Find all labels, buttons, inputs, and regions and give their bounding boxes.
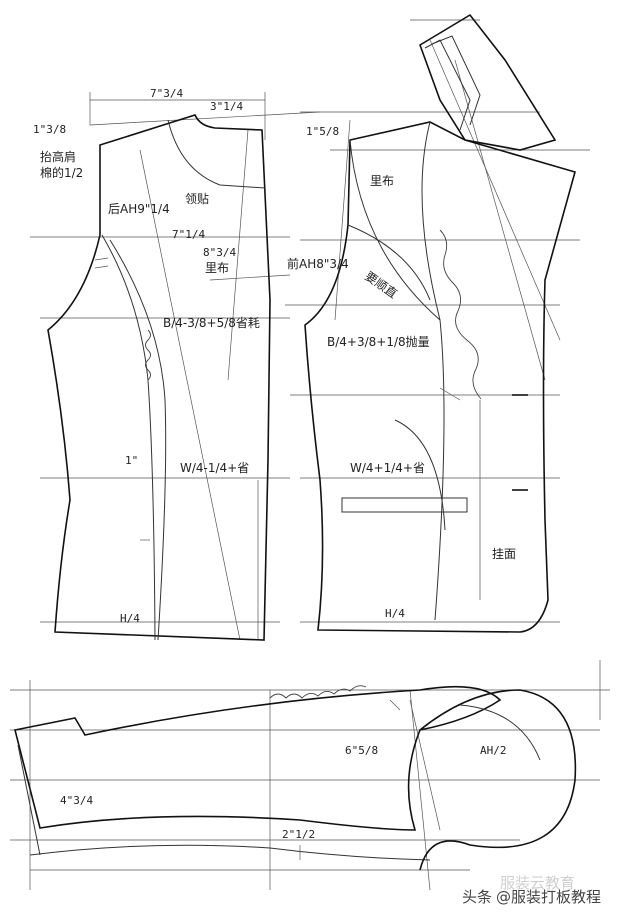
- back-dart-right: [109, 239, 167, 641]
- guide-lapel-diag2: [429, 39, 561, 341]
- label-depth-834: 8"3/4: [203, 246, 236, 259]
- keep-smooth-line: [347, 224, 431, 301]
- back-bodice: [30, 92, 321, 641]
- label-back-armhole: 后AH9"1/4: [108, 202, 170, 216]
- tick: [389, 699, 401, 711]
- cap-inner-curve: [459, 704, 541, 761]
- label-sleeve-width: 4"3/4: [60, 794, 93, 807]
- watermark: 服装云教育 头条 @服装打板教程: [462, 874, 601, 906]
- front-dart-line: [421, 121, 445, 621]
- front-dart-2: [394, 419, 446, 531]
- label-back-dart: B/4-3/8+5/8省耗: [163, 316, 260, 330]
- cuff-line: [17, 744, 41, 856]
- lapel-ease-wave: [439, 229, 482, 400]
- sleeve-ease-wave: [269, 685, 367, 699]
- label-back-width: 7"3/4: [150, 87, 183, 100]
- label-hang-facing: 挂面: [492, 547, 516, 561]
- front-outline: [304, 121, 576, 633]
- guide-neck-line: [89, 111, 321, 126]
- back-outline: [47, 114, 271, 641]
- guide-facing-line: [227, 129, 249, 381]
- label-back-bust-width: 7"1/4: [172, 228, 205, 241]
- label-sleeve-cap-height: 6"5/8: [345, 744, 378, 757]
- label-front-armhole: 前AH8"3/4: [287, 256, 349, 271]
- label-front-hip: H/4: [385, 607, 405, 620]
- label-raise-pad-1: 抬高肩: [40, 149, 76, 164]
- label-front-waist: W/4+1/4+省: [350, 461, 425, 475]
- under-sleeve-seam: [29, 844, 431, 861]
- guide-sleeve-cap-v: [409, 689, 431, 891]
- label-lining-back: 里布: [205, 261, 229, 275]
- guide-lapel-diag: [454, 59, 546, 381]
- label-front-ease: B/4+3/8+1/8抛量: [327, 334, 430, 349]
- tick: [439, 387, 461, 401]
- tick: [94, 265, 109, 269]
- label-back-neck: 3"1/4: [210, 100, 243, 113]
- guide-center-back: [139, 149, 241, 641]
- label-lining-front: 里布: [370, 174, 394, 188]
- label-back-shoulder-raise: 1"3/8: [33, 123, 66, 136]
- collar-fold-2: [431, 35, 481, 126]
- tick: [94, 257, 109, 261]
- welt-pocket: [341, 497, 468, 513]
- sleeve: [10, 660, 610, 891]
- back-dart-left: [101, 234, 156, 641]
- top-sleeve-outline: [14, 685, 502, 831]
- back-ease-wave: [145, 329, 151, 381]
- back-facing-curve: [167, 119, 266, 189]
- guide-lining: [209, 274, 291, 281]
- front-bodice: [285, 13, 590, 633]
- label-armhole-half: AH/2: [480, 744, 507, 757]
- guide-front-left-v: [334, 119, 351, 321]
- watermark-handle: @服装打板教程: [496, 888, 601, 906]
- label-back-waist-offset: 1": [125, 454, 138, 467]
- label-back-waist: W/4-1/4+省: [180, 461, 249, 475]
- label-raise-pad-2: 棉的1/2: [40, 165, 83, 180]
- watermark-ghost: 服装云教育: [500, 874, 575, 892]
- guide-cap-diag: [409, 699, 441, 831]
- label-keep-smooth: 要顺直: [362, 269, 400, 301]
- label-back-hip: H/4: [120, 612, 140, 625]
- label-facing: 领贴: [185, 192, 209, 206]
- sleeve-cap-curve: [419, 689, 577, 871]
- collar-stand: [419, 13, 557, 151]
- label-sleeve-offset: 2"1/2: [282, 828, 315, 841]
- label-front-shoulder-raise: 1"5/8: [306, 125, 339, 138]
- watermark-prefix: 头条: [462, 888, 492, 906]
